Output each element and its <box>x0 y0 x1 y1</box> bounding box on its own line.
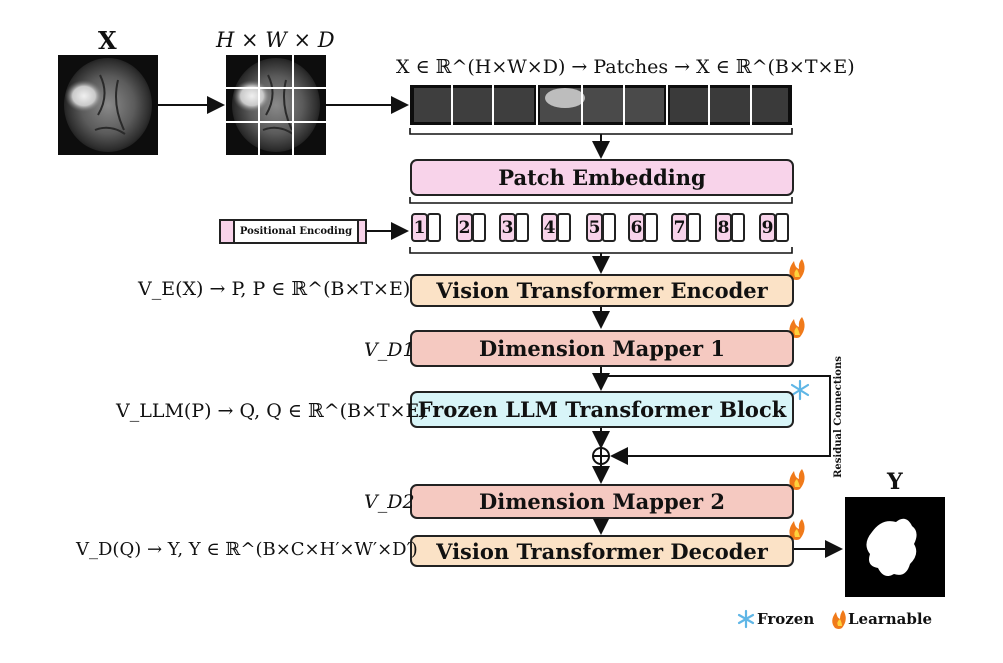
grid-title: H × W × D <box>216 28 335 52</box>
snowflake-icon <box>737 609 755 629</box>
frozen-llm-block: Frozen LLM Transformer Block <box>410 391 794 428</box>
positional-encoding-block: Positional Encoding <box>219 219 367 244</box>
mapper2-equation: V_D2 <box>364 491 415 513</box>
token-index: 7 <box>671 213 688 242</box>
input-mri-image <box>58 55 158 155</box>
output-mask-image <box>845 497 945 597</box>
input-title: X <box>98 26 117 55</box>
token-body <box>515 213 529 242</box>
gridded-mri-image <box>226 55 326 155</box>
token-body <box>557 213 571 242</box>
token-index: 1 <box>411 213 428 242</box>
patch-strip <box>410 85 792 125</box>
snowflake-icon <box>790 379 810 401</box>
token-body <box>687 213 701 242</box>
dimension-mapper-1-block: Dimension Mapper 1 <box>410 330 794 367</box>
token-body <box>644 213 658 242</box>
mapper1-equation: V_D1 <box>364 339 415 361</box>
encoder-equation: V_E(X) → P, P ∈ ℝ^(B×T×E) <box>138 278 411 300</box>
dimension-mapper-2-block: Dimension Mapper 2 <box>410 484 794 519</box>
token-index: 2 <box>456 213 473 242</box>
token-body <box>602 213 616 242</box>
token-index: 4 <box>541 213 558 242</box>
vit-encoder-block: Vision Transformer Encoder <box>410 274 794 307</box>
token-index: 5 <box>586 213 603 242</box>
token-body <box>775 213 789 242</box>
vit-decoder-block: Vision Transformer Decoder <box>410 535 794 567</box>
positional-encoding-label: Positional Encoding <box>233 221 359 242</box>
patches-header: X ∈ ℝ^(H×W×D) → Patches → X ∈ ℝ^(B×T×E) <box>396 56 855 78</box>
patch-embedding-block: Patch Embedding <box>410 159 794 196</box>
token-body <box>427 213 441 242</box>
decoder-equation: V_D(Q) → Y, Y ∈ ℝ^(B×C×H′×W′×D′) <box>76 539 418 560</box>
legend-learnable-label: Learnable <box>848 610 933 628</box>
residual-sum-node <box>592 447 610 465</box>
legend-frozen-label: Frozen <box>757 610 815 628</box>
fire-icon <box>789 317 805 338</box>
llm-equation: V_LLM(P) → Q, Q ∈ ℝ^(B×T×E) <box>116 400 427 422</box>
token-index: 8 <box>715 213 732 242</box>
token-index: 9 <box>759 213 776 242</box>
fire-icon <box>789 469 805 490</box>
token-index: 3 <box>499 213 516 242</box>
fire-icon <box>789 259 805 280</box>
token-body <box>731 213 745 242</box>
token-body <box>472 213 486 242</box>
token-index: 6 <box>628 213 645 242</box>
output-title: Y <box>887 469 903 495</box>
fire-icon <box>789 519 805 540</box>
residual-connections-label: Residual Connections <box>833 356 844 478</box>
fire-icon <box>832 610 846 629</box>
